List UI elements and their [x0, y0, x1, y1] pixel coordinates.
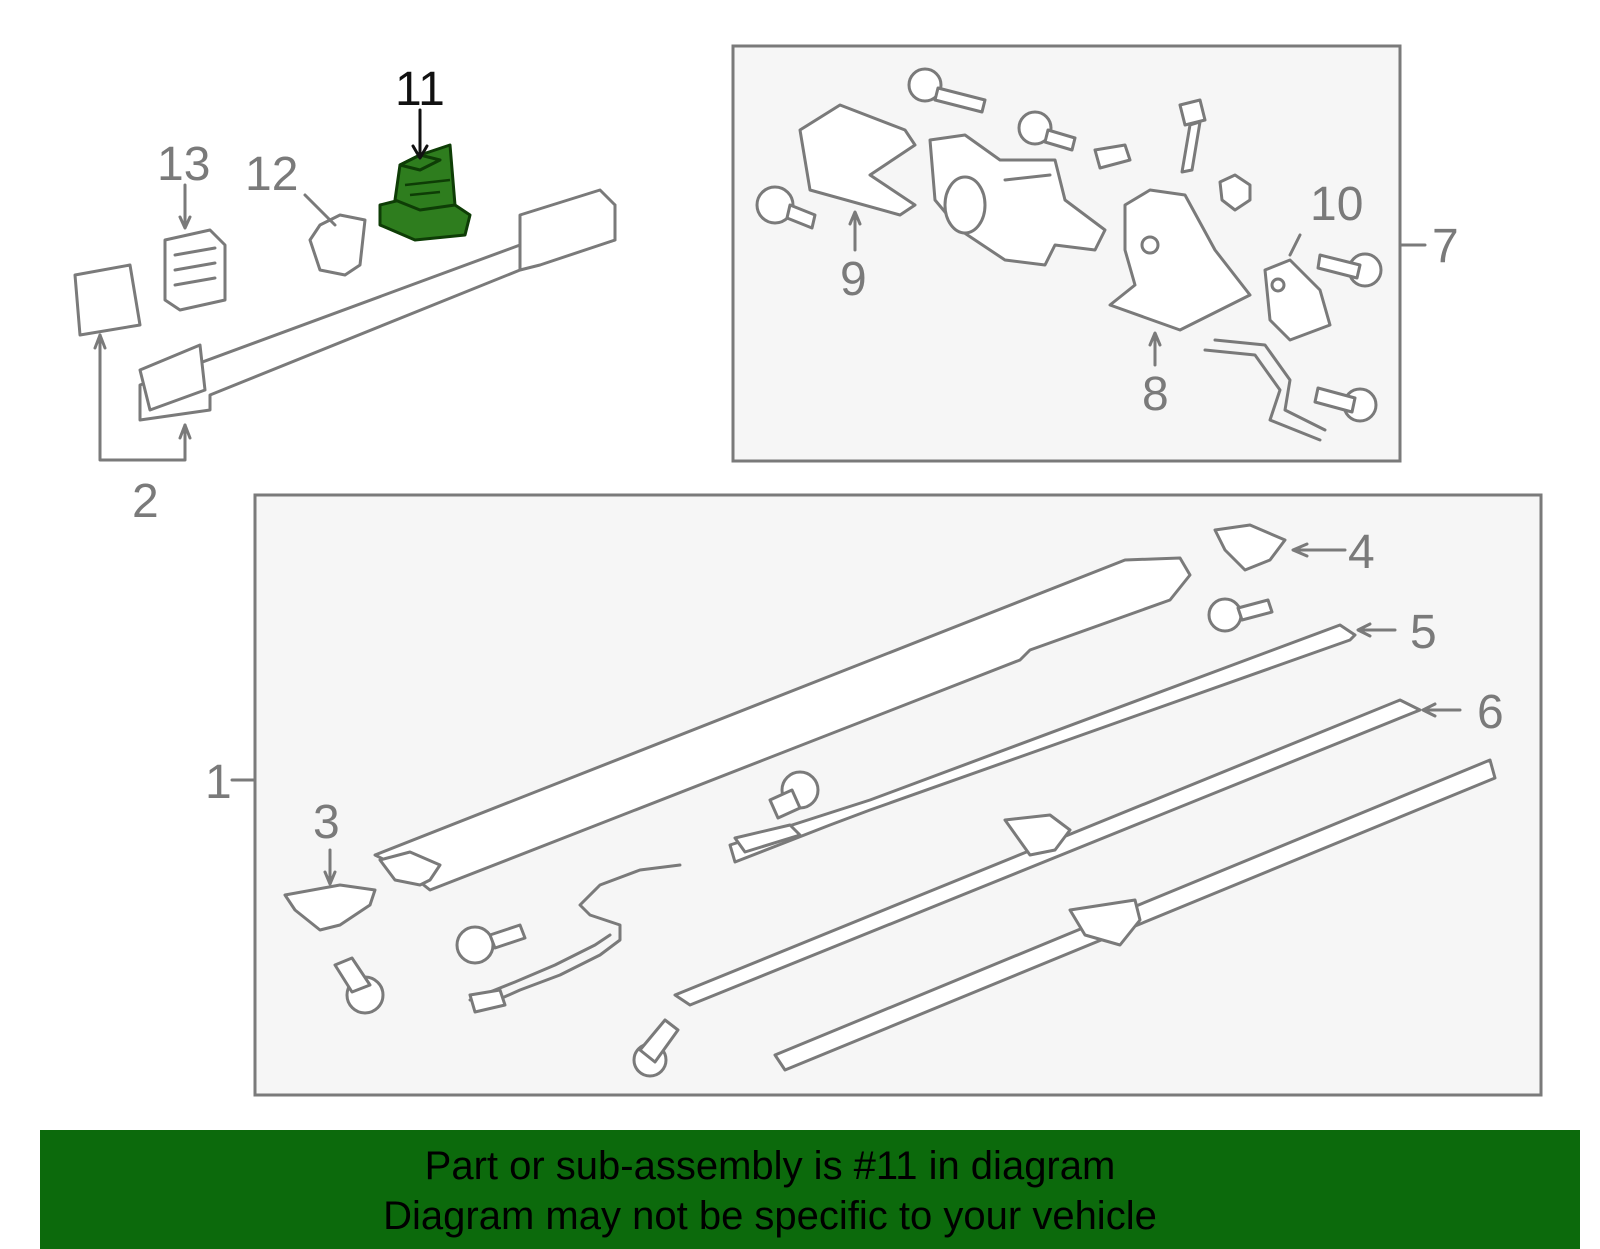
callout-1: 1	[205, 756, 232, 809]
callout-8: 8	[1142, 368, 1169, 421]
callout-4: 4	[1348, 526, 1375, 579]
part-2-rail	[73, 188, 617, 462]
callout-5: 5	[1410, 606, 1437, 659]
callout-2: 2	[132, 475, 159, 528]
callout-9: 9	[840, 253, 867, 306]
part-11-highlighted-module	[378, 108, 472, 242]
callout-7: 7	[1432, 220, 1459, 273]
part-9-bracket	[798, 103, 917, 252]
info-banner: Part or sub-assembly is #11 in diagram D…	[40, 1130, 1580, 1249]
callout-3: 3	[313, 796, 340, 849]
part-5-strip	[728, 622, 1397, 864]
part-13-connector	[163, 183, 227, 312]
part-12-seal	[303, 193, 367, 277]
callout-6: 6	[1477, 686, 1504, 739]
part-3-cap	[283, 848, 377, 932]
callout-13: 13	[157, 138, 210, 191]
part-10-plate	[1263, 233, 1332, 342]
wire-harness-upper	[1203, 338, 1327, 442]
end-cap-right	[1003, 813, 1072, 857]
callout-10: 10	[1310, 178, 1363, 231]
bolts-group	[755, 67, 1383, 423]
banner-line-2: Diagram may not be specific to your vehi…	[383, 1194, 1157, 1238]
callout-12: 12	[245, 148, 298, 201]
callout-11: 11	[395, 63, 445, 116]
part-8-bracket	[1108, 188, 1252, 367]
motor-assembly	[928, 133, 1107, 267]
banner-line-1: Part or sub-assembly is #11 in diagram	[424, 1144, 1116, 1188]
wire-harness-lower	[468, 863, 682, 1014]
step-pad-strip	[773, 758, 1497, 1072]
end-cap-left	[378, 850, 442, 887]
part-4-cap	[1213, 523, 1347, 572]
lower-bolts	[333, 597, 1274, 1078]
